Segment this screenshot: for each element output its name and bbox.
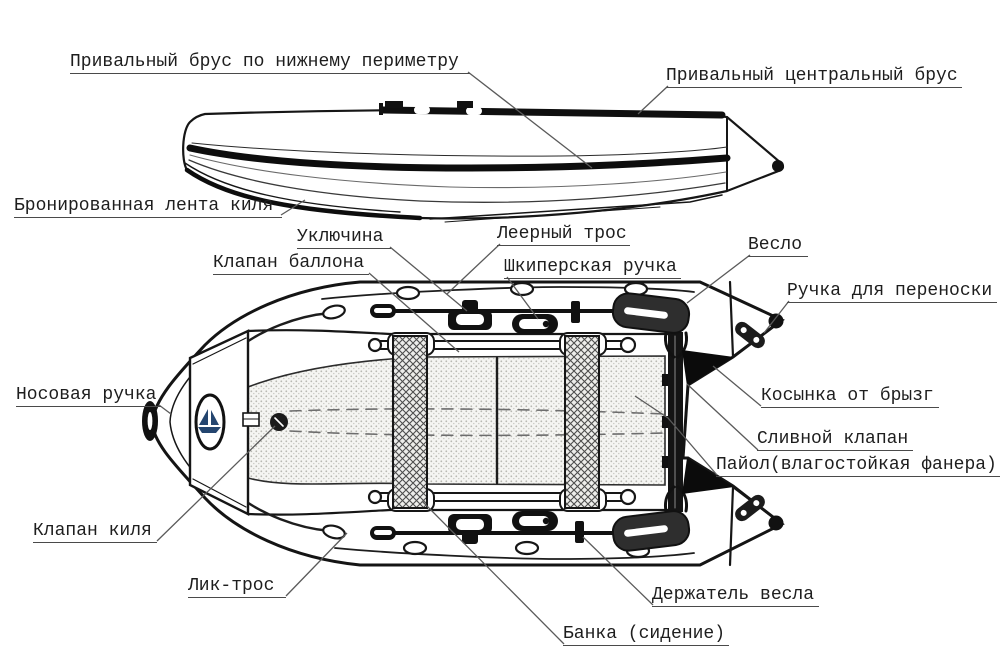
top-view-boat (142, 280, 785, 567)
label-kosynka: Косынка от брызг (761, 386, 939, 408)
side-keel-band (184, 167, 423, 221)
seat-bench (387, 332, 435, 512)
oar (370, 510, 691, 552)
side-top-rail (379, 106, 726, 119)
leader-derzhatel (582, 536, 654, 606)
leader-klapan-kilya (156, 425, 276, 542)
label-payol: Пайол(влагостойкая фанера) (716, 455, 1000, 477)
side-stern-tip (772, 160, 784, 172)
keel-dashed-line (289, 430, 666, 437)
carry-handle (735, 494, 765, 522)
leader-nosovaya (158, 404, 172, 415)
oar-holder-collar (575, 521, 584, 543)
skipper-handle (512, 511, 558, 531)
label-veslo: Весло (748, 235, 808, 257)
stern-cone-tip (768, 313, 784, 329)
spray-gusset (682, 350, 734, 386)
leader-slivnoy (686, 383, 759, 451)
leader-payol (634, 395, 718, 476)
label-klapan-kilya: Клапан киля (33, 521, 157, 543)
logo-ellipse (194, 393, 226, 451)
label-banka: Банка (сидение) (563, 624, 729, 646)
label-derzhatel: Держатель весла (652, 585, 819, 607)
oar-holder-collar (571, 301, 580, 323)
stern-cone-tip (768, 515, 784, 531)
label-ruchka-perenoski: Ручка для переноски (787, 281, 997, 303)
oar (370, 292, 691, 334)
side-view-boat (182, 101, 785, 223)
leader-shkiperskaya (506, 276, 539, 320)
seat-bench (559, 332, 607, 512)
label-nosovaya: Носовая ручка (16, 385, 161, 407)
leader-klapan-ballona (368, 272, 460, 353)
leader-lik-tros (285, 532, 348, 597)
leader-bron-lenta (280, 199, 306, 216)
leader-banka (421, 500, 565, 645)
leader-lines (156, 71, 790, 645)
label-pereval-perimeter: Привальный брус по нижнему периметру (70, 52, 470, 74)
spray-gusset (682, 458, 734, 494)
label-klapan-ballona: Клапан баллона (213, 253, 369, 275)
label-bron-lenta: Бронированная лента киля (14, 196, 282, 218)
leader-ruchka-perenoski (763, 300, 790, 334)
label-shkiperskaya: Шкиперская ручка (504, 257, 681, 279)
leader-veslo (686, 254, 751, 304)
carry-handle (735, 321, 765, 349)
bow-panel (188, 329, 288, 516)
floor-plywood (247, 355, 666, 486)
leader-uklyuchina (389, 246, 468, 312)
label-pereval-central: Привальный центральный брус (666, 66, 962, 88)
keel-dashed-line (289, 408, 666, 415)
label-leer-tros: Леерный трос (497, 224, 630, 246)
leader-pereval-perimeter (467, 71, 593, 169)
sailboat-icon (198, 409, 221, 433)
leader-kosynka (712, 365, 762, 407)
label-lik-tros: Лик-трос (188, 576, 286, 598)
leader-pereval-central (637, 85, 669, 115)
side-mid-rub-strake (186, 144, 731, 172)
leader-leer-tros (446, 243, 501, 295)
transom (662, 331, 688, 513)
label-slivnoy: Сливной клапан (757, 429, 913, 451)
skipper-handle (512, 314, 558, 334)
label-uklyuchina: Уключина (297, 227, 391, 249)
